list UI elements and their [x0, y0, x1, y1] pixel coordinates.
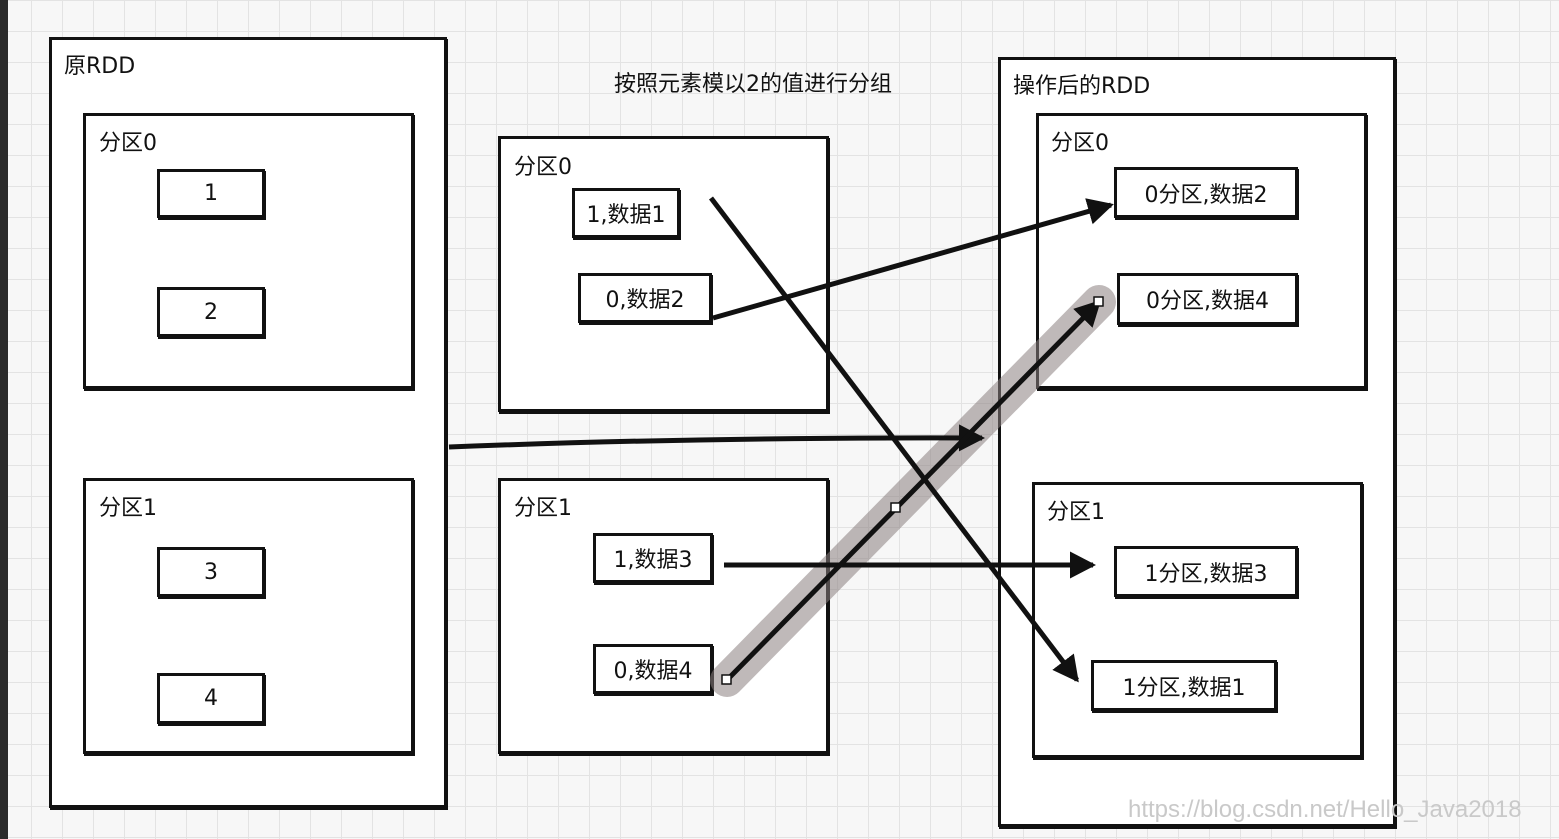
result-partition-1-label: 分区1	[1047, 500, 1105, 525]
intermediate-partition-0-label: 分区0	[514, 155, 572, 180]
arrow-rdd-transform	[448, 424, 985, 452]
intermediate-item-0-data4: 0,数据4	[593, 644, 713, 694]
arrow-data2	[712, 198, 1114, 321]
intermediate-item-0-data2: 0,数据2	[578, 273, 712, 323]
arrow-data4[interactable]	[725, 299, 1102, 682]
result-item-1-data3: 1分区,数据3	[1114, 546, 1298, 597]
result-partition-1	[1032, 482, 1363, 758]
original-partition-0	[83, 113, 414, 389]
original-item-4: 4	[157, 673, 265, 724]
result-partition-0	[1036, 113, 1367, 389]
original-partition-1-label: 分区1	[99, 496, 157, 521]
original-partition-0-label: 分区0	[99, 131, 157, 156]
original-partition-1	[83, 478, 414, 754]
selection-handle-end[interactable]	[1093, 296, 1104, 307]
intermediate-item-1-data3: 1,数据3	[593, 533, 713, 583]
selection-handle-start[interactable]	[721, 674, 732, 685]
result-partition-0-label: 分区0	[1051, 131, 1109, 156]
diagram-title: 按照元素模以2的值进行分组	[614, 72, 892, 97]
window-edge	[0, 0, 8, 839]
intermediate-item-1-data1: 1,数据1	[572, 188, 680, 238]
original-item-1: 1	[157, 169, 265, 218]
watermark: https://blog.csdn.net/Hello_Java2018	[1128, 796, 1522, 823]
original-rdd-label: 原RDD	[64, 54, 136, 79]
result-item-0-data4: 0分区,数据4	[1117, 273, 1298, 325]
result-item-1-data1: 1分区,数据1	[1091, 660, 1277, 711]
selection-handle-mid[interactable]	[890, 502, 901, 513]
original-item-3: 3	[157, 547, 265, 597]
original-item-2: 2	[157, 287, 265, 337]
intermediate-partition-1-label: 分区1	[514, 496, 572, 521]
result-item-0-data2: 0分区,数据2	[1114, 167, 1298, 218]
arrow-data1	[709, 196, 1079, 683]
result-rdd-label: 操作后的RDD	[1013, 74, 1151, 99]
